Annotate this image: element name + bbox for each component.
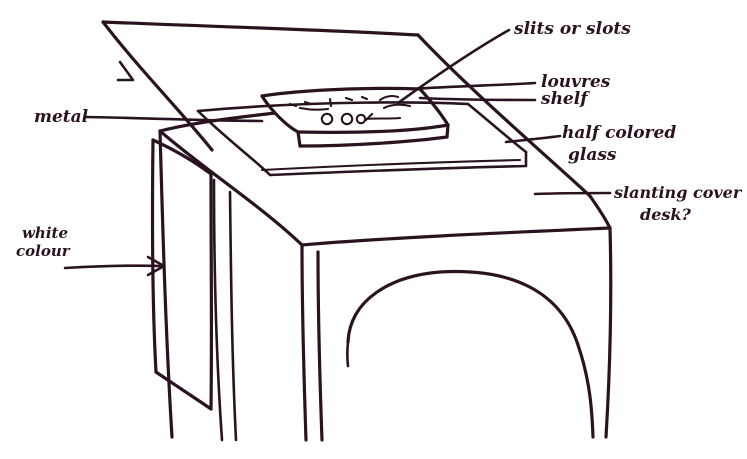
label-half-colored-2: glass (568, 145, 617, 165)
annotation-labels: slits or slots louvres shelf metal half … (16, 19, 743, 260)
label-slits: slits or slots (513, 19, 631, 39)
label-metal: metal (34, 107, 89, 127)
desk-body (160, 113, 611, 440)
annotation-leaders (65, 30, 610, 275)
label-slanting-cover-1: slanting cover (613, 183, 743, 202)
label-white-2: colour (16, 242, 71, 260)
label-white-1: white (22, 224, 68, 242)
label-shelf: shelf (540, 89, 590, 109)
slanted-top-sheet (103, 22, 590, 196)
glass-plate (198, 102, 526, 175)
label-half-colored-1: half colored (562, 123, 676, 143)
label-slanting-cover-2: desk? (640, 205, 691, 224)
